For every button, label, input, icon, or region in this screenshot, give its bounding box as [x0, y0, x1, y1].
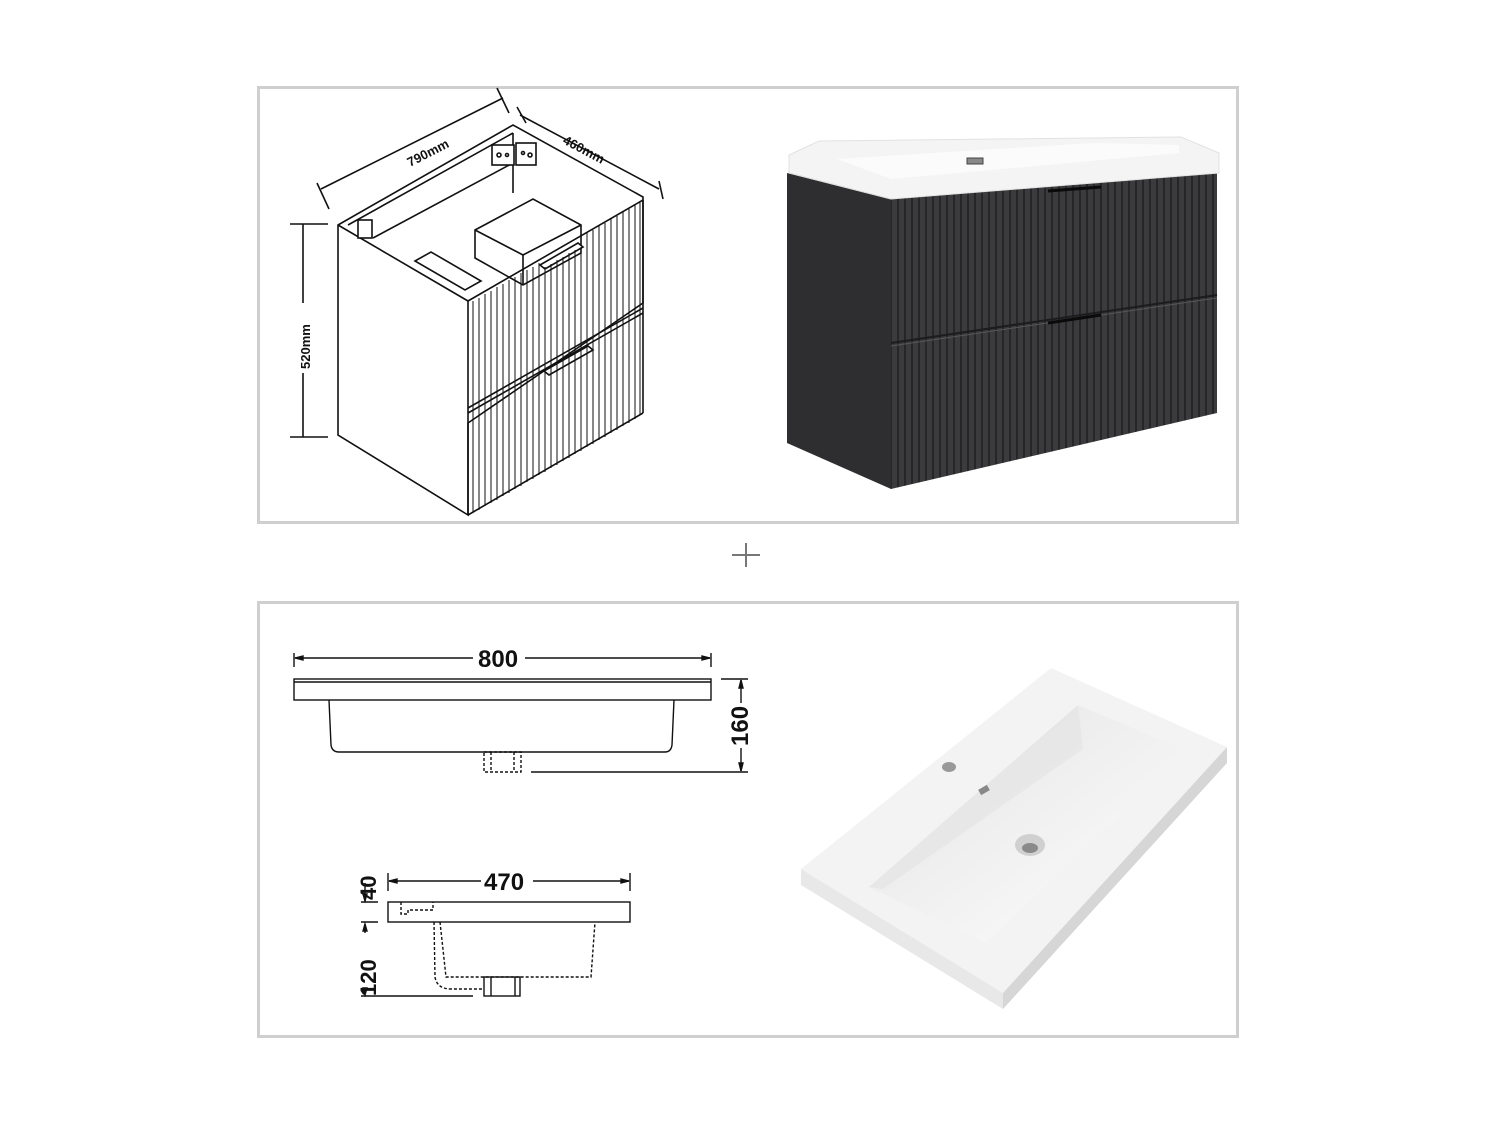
cabinet-height-label: 520mm	[298, 324, 313, 369]
basin-bowl-label: 120	[356, 959, 381, 996]
basin-front-view-drawing: 800 160 470 40 120	[293, 646, 754, 998]
basin-rim-label: 40	[356, 876, 381, 900]
basin-panel: 800 160 470 40 120	[257, 601, 1239, 1038]
cabinet-line-drawing: 790mm 460mm 520mm	[290, 87, 664, 517]
basin-depth-label: 470	[484, 869, 524, 896]
basin-height-label: 160	[727, 706, 754, 746]
basin-width-label: 800	[478, 646, 518, 673]
cabinet-panel: 790mm 460mm 520mm	[257, 86, 1239, 524]
basin-render	[801, 668, 1227, 1009]
cabinet-render	[787, 136, 1220, 489]
plus-separator-icon	[730, 535, 762, 575]
